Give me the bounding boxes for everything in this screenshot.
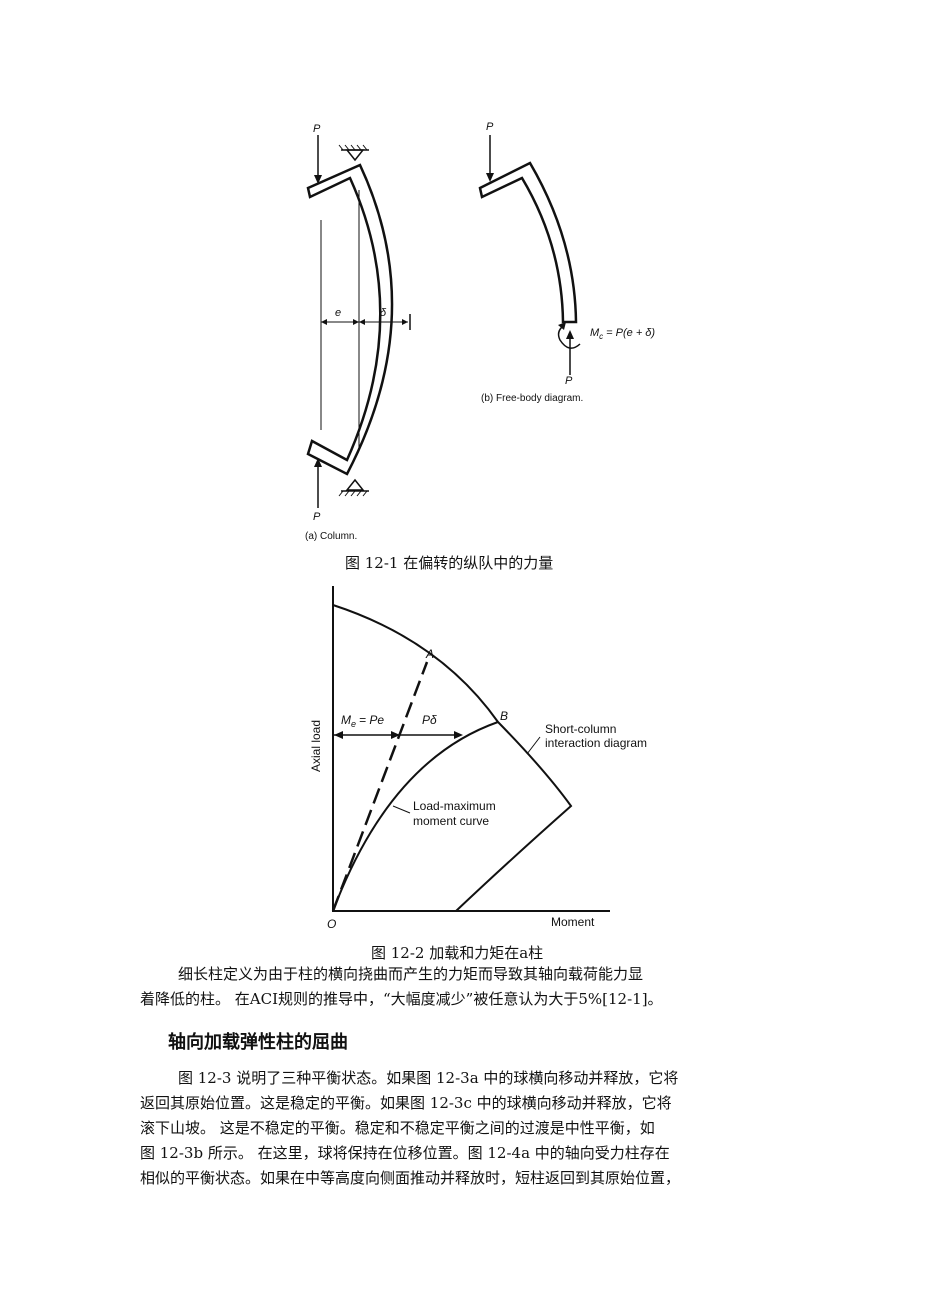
- column-outline: [306, 163, 394, 476]
- figure-load-moment: Axial load Moment O A B Me= Pe Pδ Short-…: [309, 586, 647, 931]
- load-max-label-line1: Load-maximum: [413, 799, 496, 813]
- origin-label: O: [327, 917, 336, 931]
- paragraph-2-line-3: 滚下山坡。 这是不稳定的平衡。稳定和不稳定平衡之间的过渡是中性平衡，如: [140, 1119, 655, 1137]
- interaction-label-line1: Short-column: [545, 722, 616, 736]
- interaction-label-line2: interaction diagram: [545, 736, 647, 750]
- paragraph-2-line-1: 图 12-3 说明了三种平衡状态。如果图 12-3a 中的球横向移动并释放，它将: [178, 1069, 679, 1087]
- figure-column-deflection: P P e δ (a) Column. P P Mc= P(e + δ) (b)…: [305, 121, 655, 542]
- section-heading: 轴向加载弹性柱的屈曲: [168, 1032, 348, 1053]
- eccentricity-label: e: [335, 307, 341, 319]
- y-axis-label: Axial load: [309, 720, 323, 772]
- column-subcaption: (a) Column.: [305, 531, 357, 542]
- moment-label: Mc= P(e + δ): [590, 327, 655, 341]
- column-load-top-label: P: [313, 123, 321, 135]
- p-delta-label: Pδ: [422, 713, 437, 727]
- interaction-diagram-curve: [332, 604, 573, 912]
- figure-1-caption: 图 12-1 在偏转的纵队中的力量: [345, 554, 554, 572]
- x-axis-label: Moment: [551, 915, 595, 929]
- moment-arc: [557, 325, 581, 349]
- eccentric-moment-label: Me= Pe: [341, 713, 384, 729]
- paragraph-2-line-2: 返回其原始位置。这是稳定的平衡。如果图 12-3c 中的球横向移动并释放，它将: [140, 1094, 672, 1112]
- load-max-moment-curve: [332, 721, 499, 912]
- free-body-load-top-label: P: [486, 121, 494, 133]
- dashed-line-to-a: [331, 661, 429, 912]
- free-body-load-bottom-label: P: [565, 375, 573, 387]
- deflection-label: δ: [380, 307, 387, 319]
- column-load-bottom-label: P: [313, 511, 321, 523]
- paragraph-2-line-4: 图 12-3b 所示。 在这里，球将保持在位移位置。图 12-4a 中的轴向受力…: [140, 1144, 670, 1162]
- free-body-outline: [478, 161, 578, 324]
- column-diagram: [306, 135, 411, 508]
- load-max-label-line2: moment curve: [413, 814, 489, 828]
- free-body-subcaption: (b) Free-body diagram.: [481, 393, 583, 404]
- free-body-diagram: [478, 135, 581, 375]
- figure-2-caption: 图 12-2 加载和力矩在a柱: [371, 944, 544, 962]
- paragraph-1-line-2: 着降低的柱。 在ACI规则的推导中，“大幅度减少”被任意认为大于5%[12-1]…: [140, 990, 663, 1008]
- point-b-label: B: [500, 709, 508, 723]
- paragraph-2-line-5: 相似的平衡状态。如果在中等高度向侧面推动并释放时，短柱返回到其原始位置，: [140, 1169, 681, 1187]
- point-a-label: A: [425, 647, 434, 661]
- paragraph-1-line-1: 细长柱定义为由于柱的横向挠曲而产生的力矩而导致其轴向载荷能力显: [178, 965, 644, 983]
